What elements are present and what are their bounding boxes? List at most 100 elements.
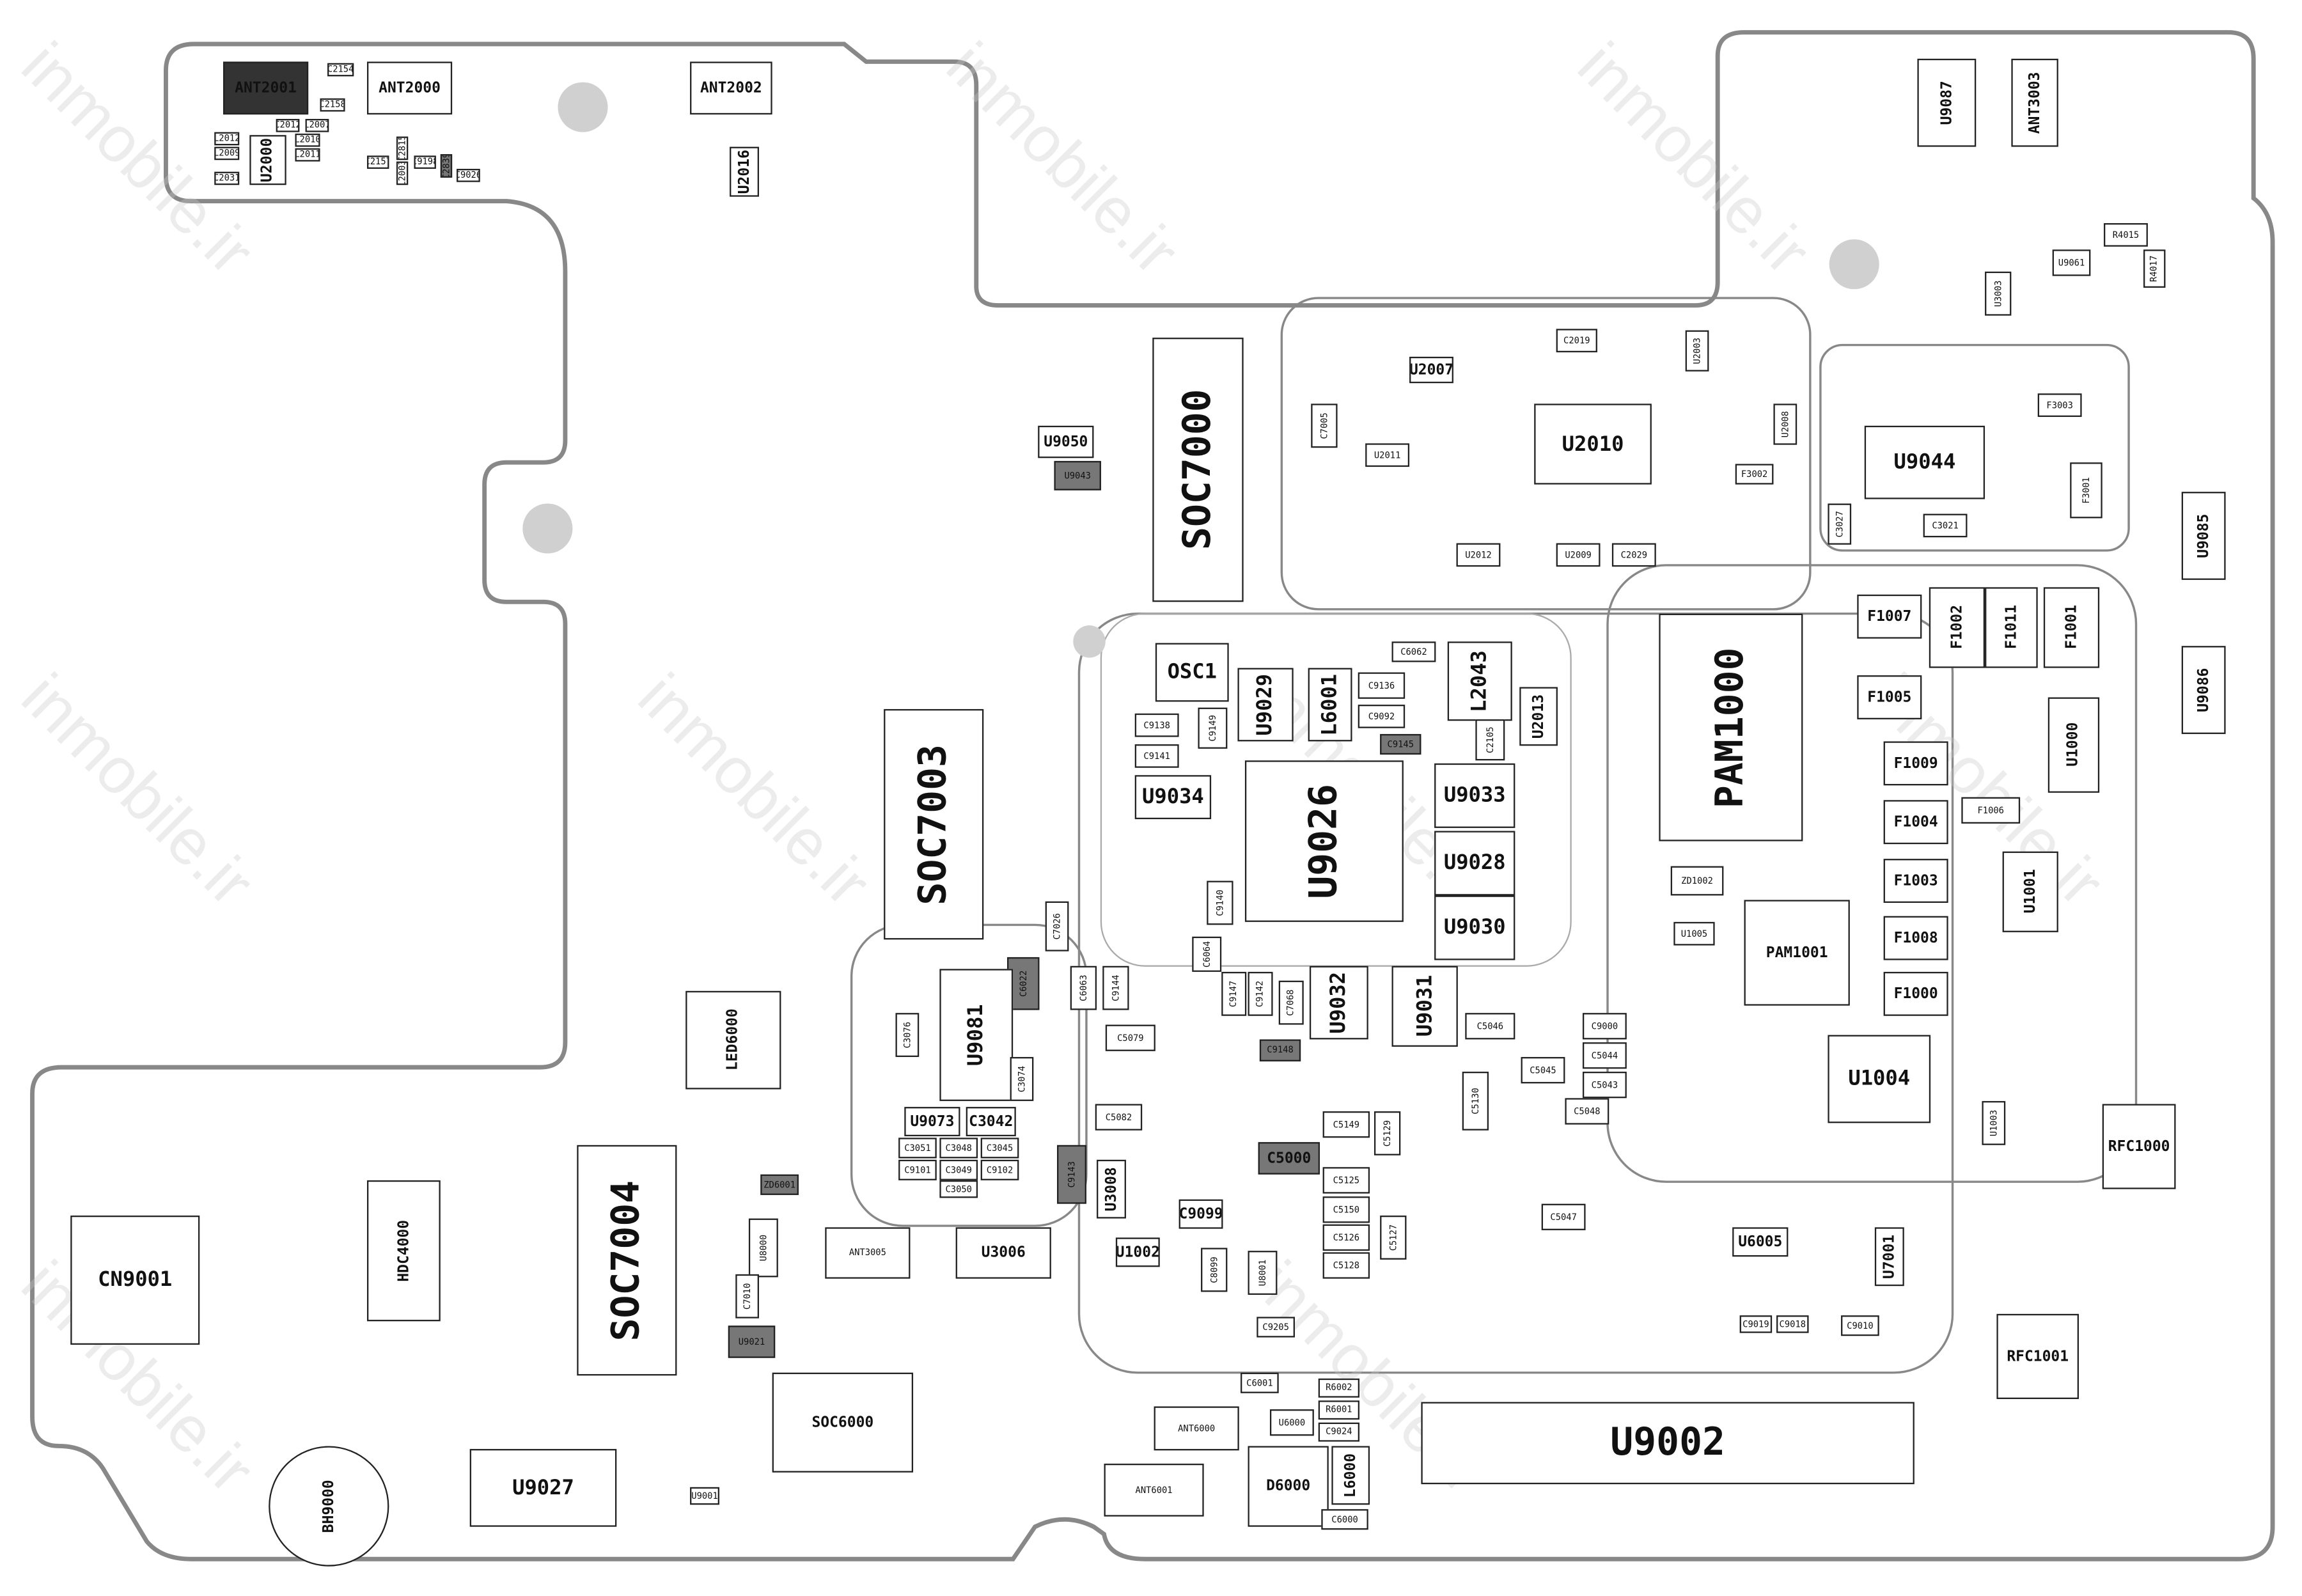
component-u1004[interactable]: U1004 [1828, 1035, 1931, 1123]
component-u9027[interactable]: U9027 [469, 1449, 617, 1527]
component-l2003[interactable]: L2003 [396, 161, 409, 185]
component-c2012[interactable]: C2012 [276, 118, 300, 132]
component-c9136[interactable]: C9136 [1358, 672, 1405, 699]
component-u9001[interactable]: U9001 [690, 1487, 719, 1505]
component-ant2002[interactable]: ANT2002 [690, 61, 772, 115]
component-c3050[interactable]: C3050 [939, 1180, 978, 1198]
component-c2815[interactable]: C2815 [396, 136, 409, 160]
component-f1005[interactable]: F1005 [1857, 675, 1922, 719]
component-c3049[interactable]: C3049 [939, 1159, 978, 1180]
component-c9142[interactable]: C9142 [1248, 971, 1273, 1016]
component-u9029[interactable]: U9029 [1237, 668, 1294, 742]
component-f1008[interactable]: F1008 [1883, 916, 1948, 960]
component-cn9001[interactable]: CN9001 [70, 1216, 200, 1345]
component-u1002[interactable]: U1002 [1115, 1237, 1160, 1267]
component-c5044[interactable]: C5044 [1582, 1042, 1627, 1069]
component-c3051[interactable]: C3051 [898, 1138, 937, 1159]
component-u9026[interactable]: U9026 [1244, 760, 1404, 922]
component-c3021[interactable]: C3021 [1923, 513, 1968, 538]
component-u2016[interactable]: U2016 [730, 146, 759, 197]
component-l2043[interactable]: L2043 [1447, 641, 1512, 721]
component-rfc1001[interactable]: RFC1001 [1996, 1313, 2079, 1399]
component-c9148[interactable]: C9148 [1259, 1039, 1301, 1061]
component-c6000[interactable]: C6000 [1321, 1509, 1368, 1530]
component-c9138[interactable]: C9138 [1134, 713, 1179, 737]
component-u9032[interactable]: U9032 [1309, 966, 1368, 1040]
component-bh9000[interactable]: BH9000 [269, 1446, 389, 1567]
component-ant2001[interactable]: ANT2001 [223, 61, 309, 115]
component-f1006[interactable]: F1006 [1961, 797, 2021, 824]
component-c3042[interactable]: C3042 [966, 1107, 1016, 1137]
component-c7068[interactable]: C7068 [1278, 980, 1304, 1025]
component-c5079[interactable]: C5079 [1105, 1024, 1155, 1051]
component-c3048[interactable]: C3048 [939, 1138, 978, 1159]
component-u3006[interactable]: U3006 [955, 1227, 1051, 1279]
component-u9028[interactable]: U9028 [1434, 831, 1515, 896]
component-ant3003[interactable]: ANT3003 [2011, 58, 2058, 147]
component-c5149[interactable]: C5149 [1322, 1111, 1370, 1138]
component-c7026[interactable]: C7026 [1045, 901, 1069, 951]
component-c5048[interactable]: C5048 [1565, 1098, 1609, 1125]
component-f3003[interactable]: F3003 [2037, 393, 2082, 418]
component-ant3005[interactable]: ANT3005 [825, 1227, 911, 1279]
component-u9033[interactable]: U9033 [1434, 763, 1515, 828]
component-u7001[interactable]: U7001 [1874, 1227, 1904, 1287]
component-soc7003[interactable]: SOC7003 [884, 708, 984, 940]
component-c6064[interactable]: C6064 [1192, 936, 1222, 972]
component-ant6000[interactable]: ANT6000 [1154, 1406, 1239, 1451]
component-c9024[interactable]: C9024 [1318, 1422, 1360, 1442]
component-c9140[interactable]: C9140 [1207, 880, 1233, 925]
component-c2029[interactable]: C2029 [1611, 543, 1656, 567]
component-r6001[interactable]: R6001 [1318, 1400, 1360, 1420]
component-u9021[interactable]: U9021 [728, 1326, 776, 1358]
component-c2105[interactable]: C2105 [1475, 719, 1505, 761]
component-c6063[interactable]: C6063 [1070, 966, 1097, 1010]
component-zd6001[interactable]: ZD6001 [760, 1174, 799, 1195]
component-c9149[interactable]: C9149 [1198, 707, 1228, 749]
component-pam1000[interactable]: PAM1000 [1659, 613, 1803, 841]
component-u1003[interactable]: U1003 [1982, 1100, 2006, 1145]
component-r4015[interactable]: R4015 [2104, 223, 2148, 247]
component-u6005[interactable]: U6005 [1732, 1227, 1789, 1257]
component-c9205[interactable]: C9205 [1257, 1317, 1295, 1338]
component-c3076[interactable]: C3076 [895, 1013, 920, 1058]
component-c9010[interactable]: C9010 [1841, 1315, 1879, 1336]
component-u8001[interactable]: U8001 [1248, 1251, 1278, 1295]
component-u2007[interactable]: U2007 [1409, 356, 1453, 384]
component-u9073[interactable]: U9073 [904, 1107, 960, 1137]
component-f3001[interactable]: F3001 [2070, 462, 2102, 519]
component-u9085[interactable]: U9085 [2181, 492, 2226, 580]
component-u2012[interactable]: U2012 [1456, 543, 1501, 567]
component-f1001[interactable]: F1001 [2043, 587, 2100, 668]
component-l2012[interactable]: L2012 [214, 132, 240, 146]
component-f1007[interactable]: F1007 [1857, 594, 1922, 639]
component-u9030[interactable]: U9030 [1434, 895, 1515, 960]
component-c9141[interactable]: C9141 [1134, 744, 1179, 768]
component-c3045[interactable]: C3045 [980, 1138, 1019, 1159]
component-soc7000[interactable]: SOC7000 [1152, 338, 1244, 602]
component-u9061[interactable]: U9061 [2052, 249, 2091, 276]
component-l2007[interactable]: L2007 [305, 118, 329, 132]
component-u2010[interactable]: U2010 [1534, 403, 1652, 485]
component-c9102[interactable]: C9102 [980, 1159, 1019, 1180]
component-c5128[interactable]: C5128 [1322, 1252, 1370, 1279]
component-l2011[interactable]: L2011 [295, 148, 320, 162]
component-u2003[interactable]: U2003 [1685, 330, 1709, 372]
component-u2000[interactable]: U2000 [249, 135, 286, 185]
component-led6000[interactable]: LED6000 [685, 990, 781, 1090]
component-c5000[interactable]: C5000 [1258, 1142, 1320, 1175]
component-f1004[interactable]: F1004 [1883, 800, 1948, 845]
component-d6000[interactable]: D6000 [1248, 1446, 1329, 1527]
component-c7010[interactable]: C7010 [735, 1274, 759, 1318]
component-c9198[interactable]: C9198 [414, 155, 436, 169]
component-c2158[interactable]: C2158 [320, 98, 345, 112]
component-u9044[interactable]: U9044 [1864, 425, 1985, 499]
component-c9019[interactable]: C9019 [1739, 1315, 1773, 1333]
component-l6000[interactable]: L6000 [1331, 1446, 1370, 1505]
component-c2019[interactable]: C2019 [1556, 329, 1597, 353]
component-l6001[interactable]: L6001 [1308, 668, 1352, 742]
component-u1005[interactable]: U1005 [1673, 921, 1715, 946]
component-ant6001[interactable]: ANT6001 [1104, 1464, 1204, 1517]
component-c9145[interactable]: C9145 [1380, 733, 1421, 755]
component-c9101[interactable]: C9101 [898, 1159, 937, 1180]
